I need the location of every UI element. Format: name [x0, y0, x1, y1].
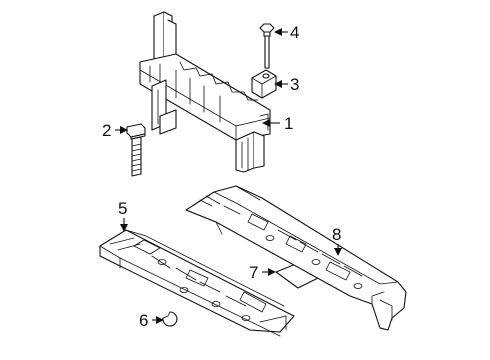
- part-6-clip: [162, 311, 178, 327]
- part-5-mount: [99, 229, 295, 337]
- part-3-clip: [251, 69, 277, 99]
- part-2-bolt: [126, 123, 146, 177]
- callout-arrows: [115, 28, 342, 324]
- part-3-callout: 3: [290, 75, 299, 94]
- part-7-callout: 7: [249, 263, 258, 282]
- part-2-callout: 2: [102, 121, 111, 140]
- part-8-callout: 8: [332, 225, 341, 244]
- part-8-mount: [185, 185, 407, 331]
- part-6-callout: 6: [139, 311, 148, 330]
- part-5-callout: 5: [118, 199, 127, 218]
- part-4-callout: 4: [290, 23, 299, 42]
- part-1-callout: 1: [284, 114, 293, 133]
- part-1-bracket: [139, 11, 271, 173]
- part-4-stud: [259, 23, 275, 69]
